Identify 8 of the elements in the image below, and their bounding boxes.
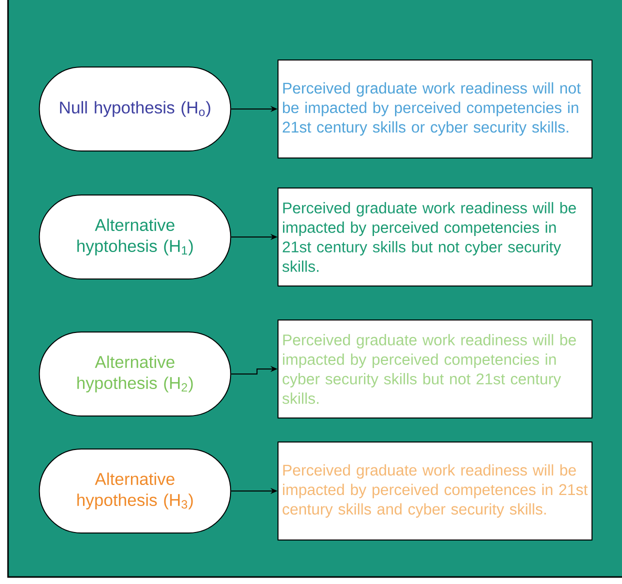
hypothesis-pill: Alternative hypothesis (H$_{2}$) — [38, 332, 232, 416]
statement-box: Perceived graduate work readiness will be impacted by perceived competencies in 21st century skills but not cyber security skills. — [278, 188, 592, 286]
statement-box: Perceived graduate work readiness will be impacted by perceived competences in 21st century skills and cyber security skills. — [278, 441, 592, 540]
hypothesis-pill: Alternative hypothesis (H$_{3}$) — [38, 448, 232, 534]
statement-box: Perceived graduate work readiness will not be impacted by perceived competencies in 21st century skills or cyber security skills. — [278, 60, 592, 158]
hypothesis-pill: Alternative hyptohesis (H$_{1}$) — [38, 194, 232, 280]
statement-box: Perceived graduate work readiness will be impacted by perceived competencies in cyber security skills but not 21st century skills. — [278, 320, 592, 418]
hypothesis-pill: Null hypothesis (H$_{o}$) — [38, 66, 232, 152]
